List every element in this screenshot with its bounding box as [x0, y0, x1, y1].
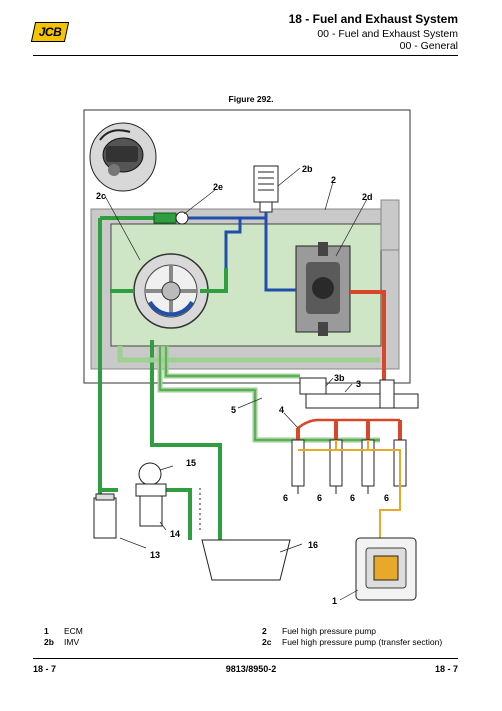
callout-6-4: 6: [384, 493, 389, 503]
callout-2d: 2d: [362, 192, 373, 202]
low-pressure-lines: [98, 216, 228, 540]
water-separator-14: [135, 462, 167, 527]
callout-16: 16: [308, 540, 318, 550]
callout-6-1: 6: [283, 493, 288, 503]
callout-6-3: 6: [350, 493, 355, 503]
header-rule: [33, 55, 458, 56]
callout-15: 15: [186, 458, 196, 468]
section-title: 18 - Fuel and Exhaust System: [288, 12, 458, 26]
pressure-regulating-valve: [175, 211, 189, 225]
high-pressure-lines: [296, 290, 402, 440]
figure-frame: [83, 109, 411, 384]
return-lines: [117, 346, 380, 443]
common-rail: [299, 377, 419, 409]
callout-3b: 3b: [334, 373, 345, 383]
callout-2: 2: [331, 175, 336, 185]
section-subtitle: 00 - Fuel and Exhaust System: [317, 28, 458, 40]
callout-13: 13: [150, 550, 160, 560]
document-number: 9813/8950-2: [225, 664, 277, 674]
high-pressure-plunger: [295, 242, 351, 336]
inline-filter: [153, 212, 177, 224]
ecm-unit: [355, 537, 417, 601]
callout-14: 14: [170, 529, 180, 539]
callout-5: 5: [231, 405, 236, 415]
callout-1: 1: [332, 596, 337, 606]
callout-2b: 2b: [302, 164, 313, 174]
page-number-right: 18 - 7: [434, 664, 458, 674]
imv-valve: [253, 165, 279, 213]
figure-caption: Figure 292.: [228, 94, 274, 104]
fuel-filter-13: [93, 493, 117, 539]
callout-6-2: 6: [317, 493, 322, 503]
fuel-tank: [201, 539, 291, 581]
transfer-gear-pump: [133, 253, 209, 329]
callout-4: 4: [279, 405, 284, 415]
callout-2c: 2c: [96, 191, 106, 201]
imv-feed-lines: [188, 212, 296, 292]
callout-3: 3: [356, 379, 361, 389]
footer-rule: [33, 658, 458, 659]
section-subtitle-general: 00 - General: [399, 40, 458, 52]
callout-2e: 2e: [213, 182, 223, 192]
injectors: [291, 439, 407, 494]
pump-photo-inset: [89, 122, 157, 192]
page-number-left: 18 - 7: [33, 664, 57, 674]
ecm-harness: [298, 449, 401, 540]
